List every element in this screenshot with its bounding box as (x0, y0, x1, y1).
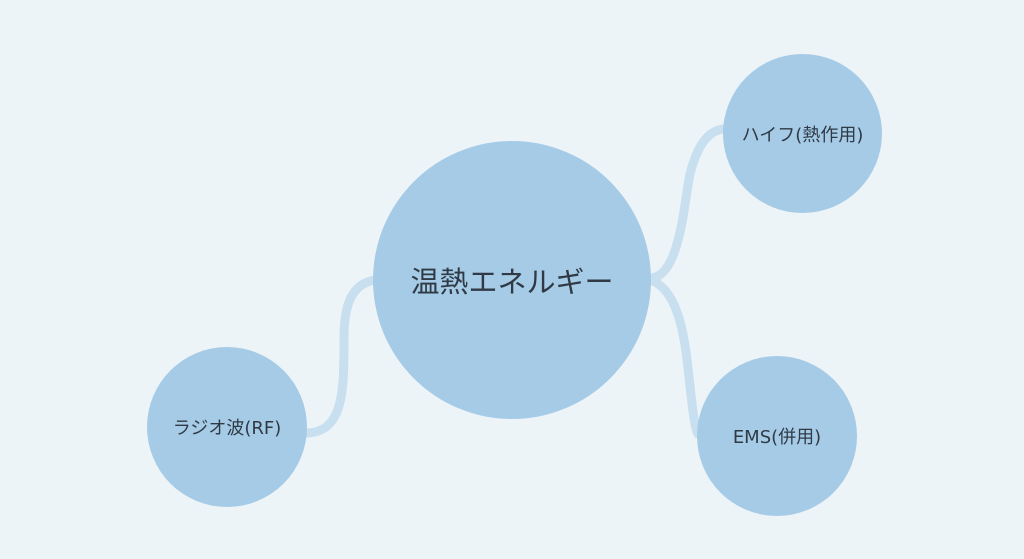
branch-node-ems: EMS(併用) (697, 356, 857, 516)
connector-center-rf (302, 275, 380, 438)
branch-node-rf: ラジオ波(RF) (147, 347, 307, 507)
branch-node-ems-label: EMS(併用) (732, 427, 822, 448)
branch-node-rf-label: ラジオ波(RF) (172, 418, 282, 439)
center-node: 温熱エネルギー (373, 141, 651, 419)
center-node-label: 温熱エネルギー (410, 265, 614, 299)
connector-center-ems (645, 275, 703, 439)
branch-node-hifu-label: ハイフ(熱作用) (741, 124, 864, 146)
branch-node-hifu: ハイフ(熱作用) (723, 54, 882, 213)
connector-center-hifu (645, 124, 729, 283)
